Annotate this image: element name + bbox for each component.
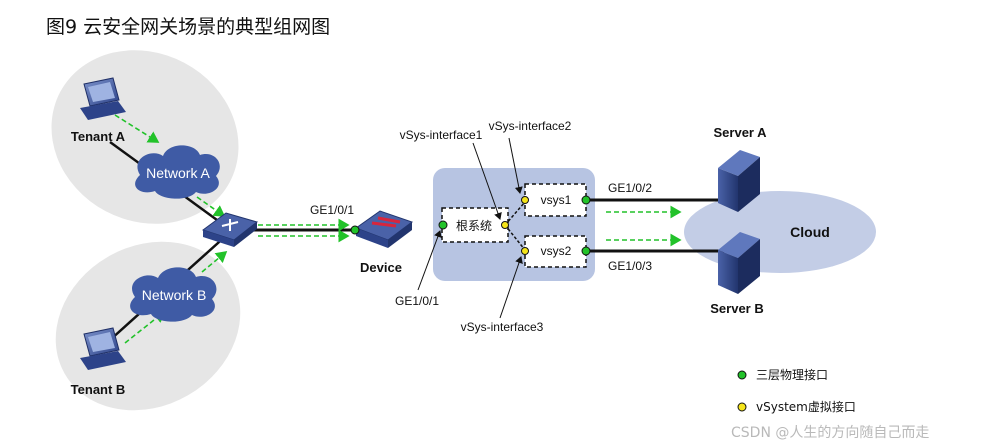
vsys1-interface-label: GE1/0/2 [608,181,652,195]
server-a-label: Server A [714,125,768,140]
figure-title: 图9 云安全网关场景的典型组网图 [46,16,331,38]
vsys-interface3-label: vSys-interface3 [461,320,544,334]
flow-arrow [201,250,228,273]
callout-arrow [472,142,502,220]
legend-physical-dot [737,370,747,380]
flow-arrow [114,114,160,143]
tenant-b-computer-icon [80,327,126,370]
legend-virtual-label: vSystem虚拟接口 [756,399,856,414]
callout-arrow [508,137,523,194]
virtual-interface-dot [521,247,529,255]
legend-virtual-dot [737,402,747,412]
vsys-interface2-label: vSys-interface2 [489,119,572,133]
device-interface-label: GE1/0/1 [310,203,354,217]
vsys-interface1-label: vSys-interface1 [400,128,483,142]
switch-icon [201,212,259,247]
vlink-root-vsys2 [504,224,526,251]
legend-physical-label: 三层物理接口 [756,367,828,382]
physical-interface-dot [438,220,448,230]
flow-arrow [196,196,226,217]
server-a-icon [718,150,760,212]
vsys1-label: vsys1 [541,193,572,207]
server-b-icon [718,232,760,294]
physical-interface-dot [581,246,591,256]
server-b-label: Server B [710,301,763,316]
root-interface-label: GE1/0/1 [395,294,439,308]
network-b-label: Network B [142,287,207,303]
firewall-device-icon [354,210,414,248]
root-system-label: 根系统 [456,219,492,233]
cloud-ellipse [684,191,876,273]
callout-arrow [417,230,442,291]
virtual-interface-dot [521,196,529,204]
device-label: Device [360,260,402,275]
legend: 三层物理接口 vSystem虚拟接口 [737,367,856,414]
physical-interface-dot [350,225,360,235]
network-a-cloud: Network A [135,145,220,199]
network-b-cloud: Network B [130,267,217,322]
vsys1-box [524,183,587,217]
tenant-a-label: Tenant A [71,129,126,144]
network-a-label: Network A [146,165,210,181]
vsys2-label: vsys2 [541,244,572,258]
watermark: CSDN @人生的方向随自己而走 [731,425,930,441]
virtual-interface-dot [501,221,509,229]
tenant-a-computer-icon [80,77,126,120]
tenant-b-label: Tenant B [71,382,126,397]
callout-arrow [499,256,523,319]
vlink-root-vsys1 [504,201,526,226]
physical-interface-dot [581,195,591,205]
vsys2-interface-label: GE1/0/3 [608,259,652,273]
cloud-label: Cloud [790,224,830,240]
